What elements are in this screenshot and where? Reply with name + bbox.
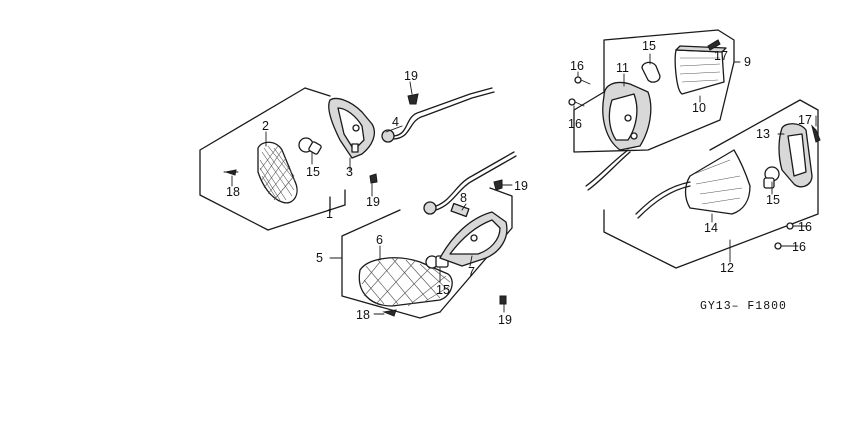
callout-2: 2 — [262, 119, 269, 133]
part-4-socket-harness-left — [381, 87, 495, 143]
callout-12: 12 — [720, 261, 734, 275]
part-7-winker-housing-large — [439, 211, 508, 267]
callout-6: 6 — [376, 233, 383, 247]
part-2-winker-lens — [257, 141, 298, 204]
callout-18-lower: 18 — [356, 308, 370, 322]
callout-15-left: 15 — [306, 165, 320, 179]
part-3-winker-housing — [328, 97, 376, 159]
diagram-code: GY13– F1800 — [700, 300, 787, 313]
callout-19-left: 19 — [366, 195, 380, 209]
callout-15-lower-right: 15 — [766, 193, 780, 207]
part-14-winker-lens-front-right — [635, 149, 751, 219]
part-15-bulb-left — [298, 137, 322, 155]
assembly-5-rear-left-winker — [341, 187, 513, 319]
callout-16-d: 16 — [792, 240, 806, 254]
callout-16-c: 16 — [798, 220, 812, 234]
assembly-12-front-right-winker — [603, 99, 819, 269]
part-19-clip-left — [369, 173, 378, 184]
callout-16-b: 16 — [568, 117, 582, 131]
callout-4: 4 — [392, 115, 399, 129]
assembly-1-front-left-winker — [199, 87, 346, 231]
part-19-clip-mid — [493, 179, 513, 191]
callout-18-left: 18 — [226, 185, 240, 199]
callout-17-upper: 17 — [714, 49, 728, 63]
callout-13: 13 — [756, 127, 770, 141]
callout-15-upper-right: 15 — [642, 39, 656, 53]
part-18-screw-left — [223, 169, 239, 176]
part-18-screw-lower — [373, 309, 397, 317]
callout-15-lower-left: 15 — [436, 283, 450, 297]
callout-14: 14 — [704, 221, 718, 235]
callout-19-bottom: 19 — [498, 313, 512, 327]
part-10-winker-lens-right — [674, 45, 727, 95]
callout-7: 7 — [468, 265, 475, 279]
callout-10: 10 — [692, 101, 706, 115]
part-8-socket-harness-lower — [423, 151, 517, 218]
part-15-bulb-lower-left — [425, 255, 449, 269]
part-15-bulb-lower-right — [763, 166, 780, 189]
callout-5: 5 — [316, 251, 323, 265]
assembly-9-rear-right-winker — [573, 29, 735, 153]
leader-lines — [231, 53, 817, 313]
callout-16-a: 16 — [570, 59, 584, 73]
callout-3: 3 — [346, 165, 353, 179]
callout-19-mid: 19 — [514, 179, 528, 193]
part-13-winker-housing-front-right — [778, 123, 813, 188]
callout-17-lower: 17 — [798, 113, 812, 127]
callout-9: 9 — [744, 55, 751, 69]
callout-19-upper: 19 — [404, 69, 418, 83]
callout-1: 1 — [326, 207, 333, 221]
part-19-clip-bottom — [499, 295, 507, 305]
callout-11: 11 — [616, 61, 629, 75]
part-11-winker-housing-right — [585, 81, 652, 191]
callout-8: 8 — [460, 191, 467, 205]
part-15-bulb-upper-right — [641, 61, 661, 83]
callout-labels: 1 2 3 4 5 6 7 8 9 10 11 12 13 14 15 15 1… — [226, 39, 812, 327]
part-16-screws-upper-right — [568, 76, 591, 107]
part-17-screw-lower-right — [811, 124, 821, 143]
part-6-winker-lens-large — [358, 257, 453, 307]
part-19-clip-upper — [407, 93, 419, 105]
part-16-screws-lower-right — [774, 222, 809, 250]
part-17-screw-upper-right — [707, 39, 721, 51]
